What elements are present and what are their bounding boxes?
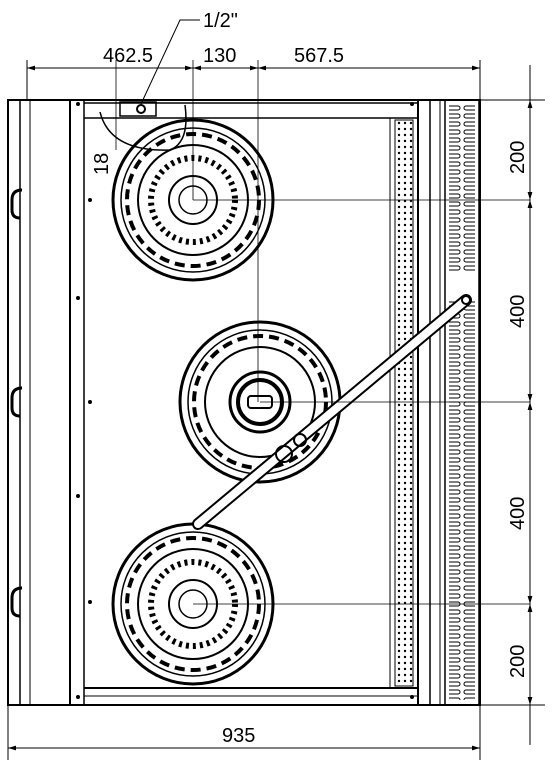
- dim-right-mid2: 400: [507, 497, 529, 530]
- mesh-panel: [394, 119, 414, 687]
- dim-top-mid: 130: [203, 45, 236, 67]
- hinge-top: [10, 188, 23, 220]
- dim-offset: 18: [91, 153, 113, 175]
- dim-top-right: 567.5: [294, 45, 344, 67]
- dim-bottom-width: 935: [222, 725, 255, 747]
- dim-top-left: 462.5: [103, 45, 153, 67]
- dim-pipe-size: 1/2": [203, 10, 238, 32]
- screws: [76, 102, 414, 699]
- drain-rod: [192, 294, 472, 530]
- dim-right-mid1: 400: [507, 295, 529, 328]
- cabinet-outline: [7, 99, 481, 706]
- hinge-bottom: [10, 586, 23, 618]
- louvre-grille: [444, 99, 480, 706]
- right-dimension: [480, 65, 545, 745]
- pipe-connection: [99, 101, 187, 151]
- dim-right-bottom: 200: [507, 645, 529, 678]
- top-dimension: [26, 19, 481, 105]
- bottom-dimension: [7, 705, 481, 760]
- center-lines: [115, 60, 530, 605]
- dim-right-top: 200: [507, 141, 529, 174]
- hinge-middle: [10, 386, 23, 418]
